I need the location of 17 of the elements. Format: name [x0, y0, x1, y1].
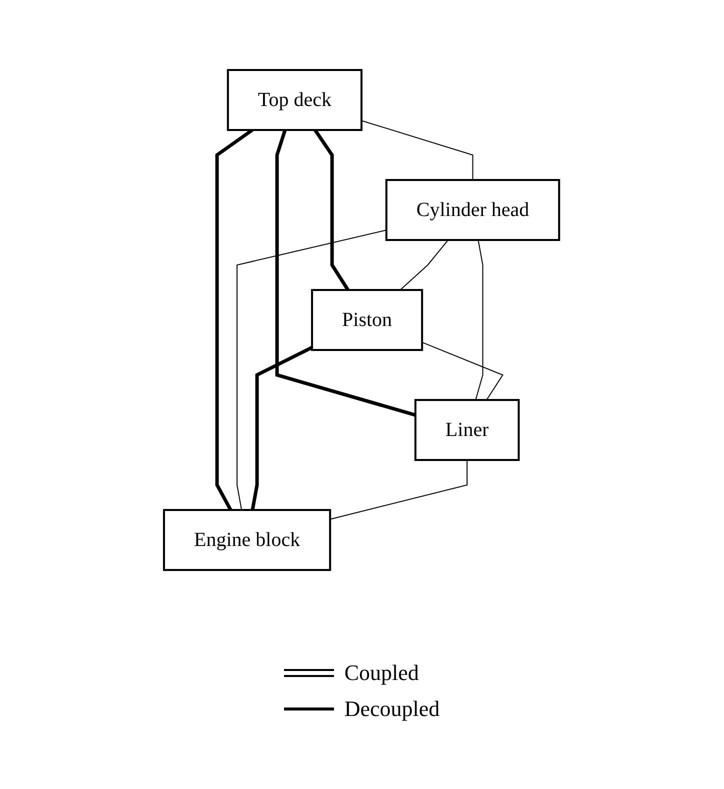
connector [361, 120, 474, 180]
connector [236, 230, 388, 510]
connector [314, 129, 350, 291]
node-box: Top deck [227, 69, 363, 131]
node-box: Piston [311, 289, 424, 351]
node-box: Cylinder head [386, 179, 561, 241]
connector [276, 129, 416, 417]
connector [400, 240, 450, 290]
connector [330, 460, 468, 520]
legend-label: Coupled [344, 660, 419, 686]
connector [422, 342, 504, 400]
connector [251, 346, 314, 510]
legend-label: Decoupled [344, 696, 440, 722]
node-box: Engine block [163, 508, 332, 571]
connector [476, 240, 484, 400]
connector [216, 128, 254, 511]
node-box: Liner [414, 399, 520, 461]
